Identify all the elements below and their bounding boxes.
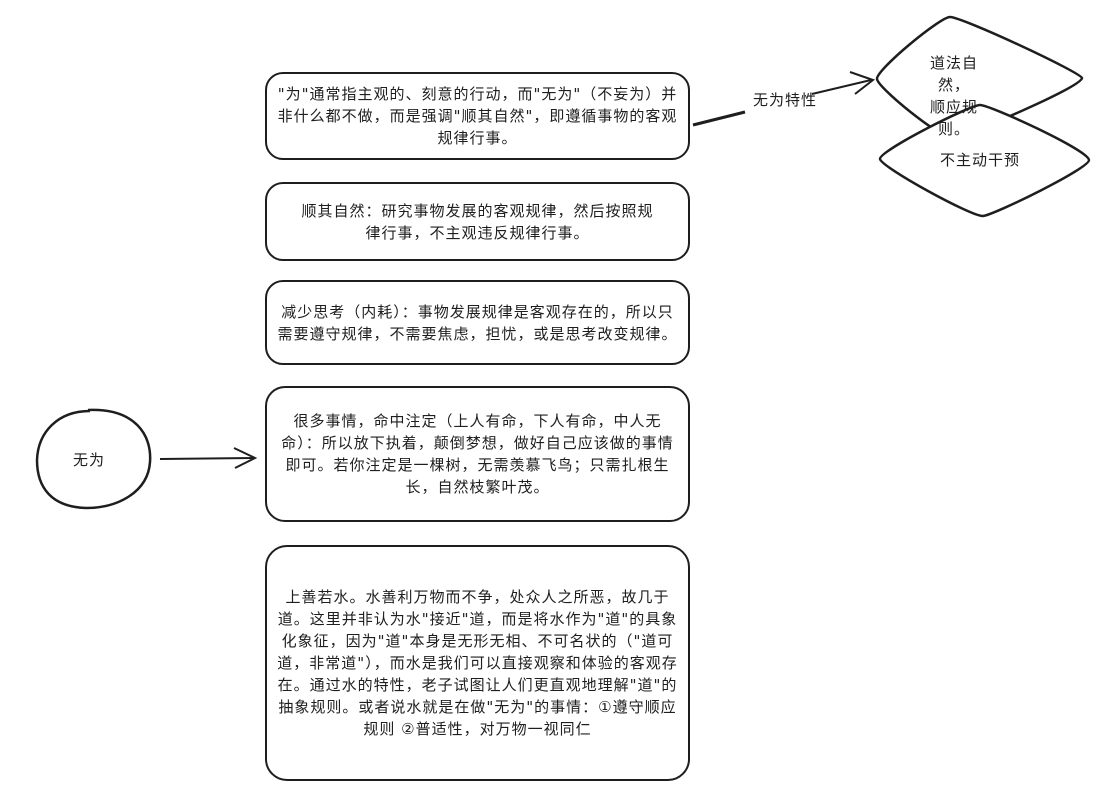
note-text-3: 减少思考（内耗）：事物发展规律是客观存在的，所以只需要遵守规律，不需要焦虑，担忧… bbox=[277, 302, 678, 343]
note-text-4: 很多事情，命中注定（上人有命，下人有命，中人无命）：所以放下执着，颠倒梦想，做好… bbox=[281, 412, 674, 496]
note-box-1[interactable]: "为"通常指主观的、刻意的行动，而"无为"（不妄为）并非什么都不做，而是强调"顺… bbox=[265, 72, 690, 160]
note-box-2[interactable]: 顺其自然：研究事物发展的客观规律，然后按照规律行事，不主观违反规律行事。 bbox=[265, 182, 690, 261]
center-node-label: 无为 bbox=[72, 451, 105, 469]
note-box-5[interactable]: 上善若水。水善利万物而不争，处众人之所恶，故几于道。这里并非认为水"接近"道，而… bbox=[265, 545, 690, 781]
edge-label: 无为特性 bbox=[752, 91, 817, 109]
note-text-1: "为"通常指主观的、刻意的行动，而"无为"（不妄为）并非什么都不做，而是强调"顺… bbox=[277, 85, 678, 147]
trait-diamond-2[interactable] bbox=[878, 103, 1091, 218]
arrow-to-traits bbox=[692, 110, 746, 127]
arrowhead-traits bbox=[849, 71, 876, 95]
arrow-center-to-notes bbox=[159, 457, 255, 460]
note-text-2: 顺其自然：研究事物发展的客观规律，然后按照规律行事，不主观违反规律行事。 bbox=[301, 201, 654, 242]
center-node-shape[interactable] bbox=[35, 408, 152, 510]
arrow-to-traits-tail bbox=[811, 79, 872, 95]
note-text-5: 上善若水。水善利万物而不争，处众人之所恶，故几于道。这里并非认为水"接近"道，而… bbox=[277, 588, 678, 738]
note-box-4[interactable]: 很多事情，命中注定（上人有命，下人有命，中人无命）：所以放下执着，颠倒梦想，做好… bbox=[265, 386, 690, 522]
note-box-3[interactable]: 减少思考（内耗）：事物发展规律是客观存在的，所以只需要遵守规律，不需要焦虑，担忧… bbox=[265, 280, 690, 365]
trait-label-2: 不主动干预 bbox=[939, 151, 1020, 169]
trait-label-1: 道法自然， 顺应规则。 bbox=[929, 54, 978, 138]
arrowhead-center bbox=[233, 447, 258, 469]
